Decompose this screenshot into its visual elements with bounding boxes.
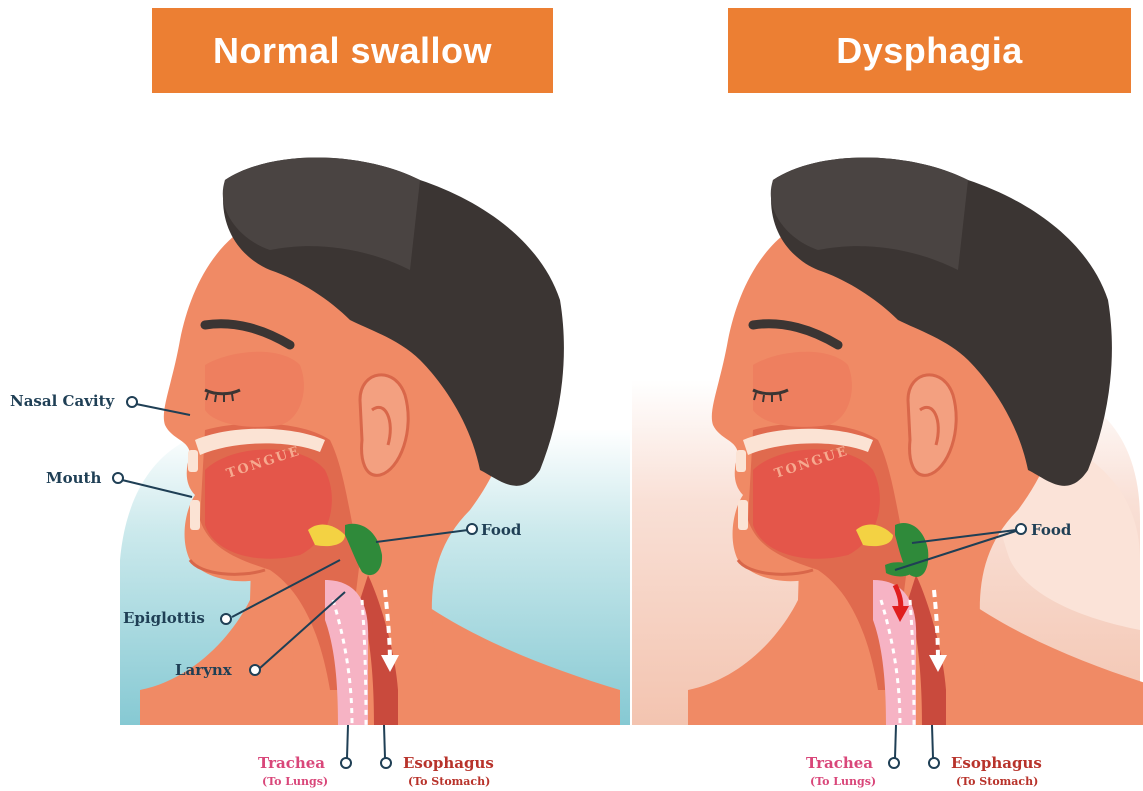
label-esophagus-sub: (To Stomach)	[408, 775, 490, 788]
hollow-circle-icon	[127, 397, 137, 407]
label-mouth: Mouth	[46, 469, 101, 487]
dysphagia-panel: TONGUE Food Trachea (To Lungs) Esophagus…	[632, 158, 1143, 789]
hollow-circle-icon	[467, 524, 477, 534]
hollow-circle-icon	[221, 614, 231, 624]
hollow-circle-icon	[929, 758, 939, 768]
label-larynx: Larynx	[175, 661, 233, 679]
hollow-circle-icon	[113, 473, 123, 483]
hollow-circle-icon	[381, 758, 391, 768]
label-trachea-sub: (To Lungs)	[262, 775, 328, 788]
label-trachea: Trachea	[258, 754, 325, 772]
label-nasal-cavity: Nasal Cavity	[10, 392, 116, 410]
normal-swallow-panel: TONGUE Nasal Cavity Mouth Epiglottis Lar…	[10, 158, 630, 789]
hollow-circle-icon	[889, 758, 899, 768]
hollow-circle-icon	[1016, 524, 1026, 534]
label-esophagus-sub: (To Stomach)	[956, 775, 1038, 788]
label-food: Food	[481, 521, 522, 539]
hollow-circle-icon	[250, 665, 260, 675]
label-trachea: Trachea	[806, 754, 873, 772]
label-trachea-sub: (To Lungs)	[810, 775, 876, 788]
label-esophagus: Esophagus	[403, 754, 494, 772]
label-epiglottis: Epiglottis	[123, 609, 205, 627]
hollow-circle-icon	[341, 758, 351, 768]
label-food: Food	[1031, 521, 1072, 539]
label-esophagus: Esophagus	[951, 754, 1042, 772]
